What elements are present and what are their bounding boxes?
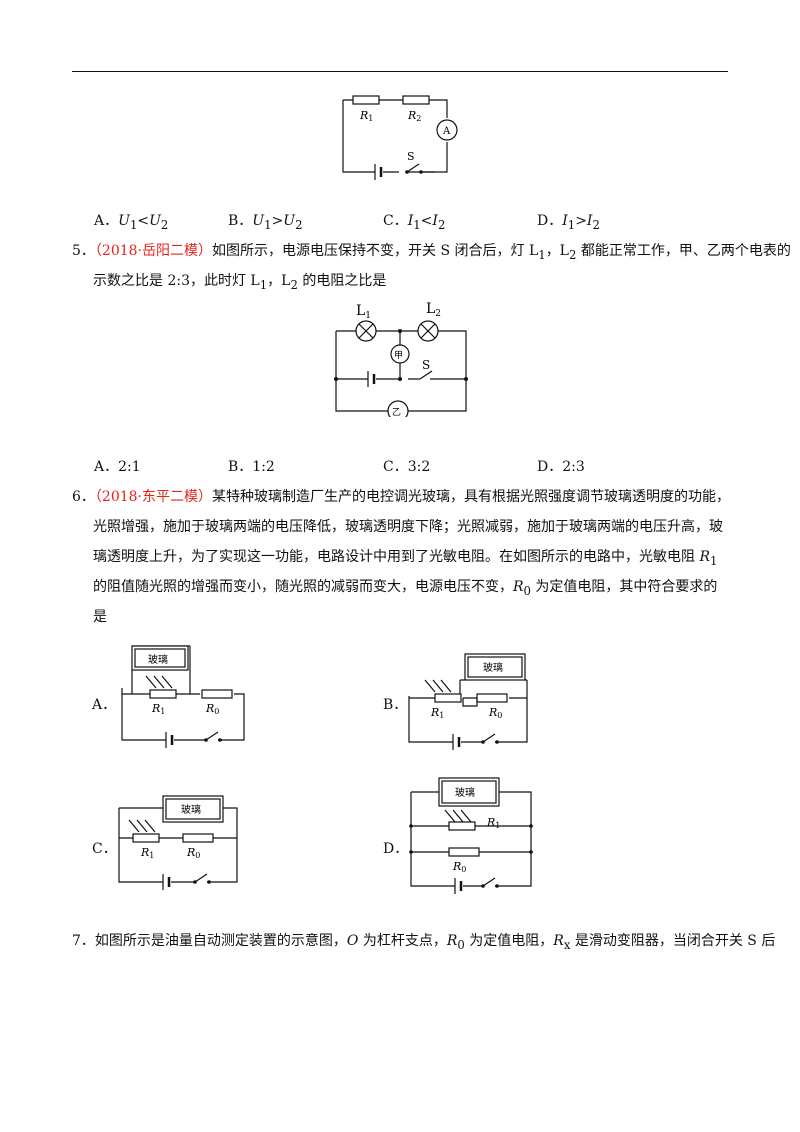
q4-option-d[interactable]: D．I1>I2 xyxy=(537,213,600,232)
q4-option-c[interactable]: C．I1<I2 xyxy=(383,213,446,232)
q6a-glass-label: 玻璃 xyxy=(148,653,168,666)
q5-meter-yi-label: 乙 xyxy=(392,407,401,417)
q4-option-a[interactable]: A．U1<U2 xyxy=(94,213,169,232)
q6a-r0-label: R0 xyxy=(205,702,219,716)
q6-stem-line1: 6．（2018·东平二模）某特种玻璃制造厂生产的电控调光玻璃，具有根据光照强度调… xyxy=(72,489,731,505)
q6d-r1-label: R1 xyxy=(486,816,500,830)
q5-source: （2018·岳阳二模） xyxy=(94,243,213,259)
q5-l2-label: L2 xyxy=(426,301,441,319)
q6-option-c[interactable]: C． xyxy=(92,841,117,857)
q6c-r1-label: R1 xyxy=(140,846,154,860)
q6-circuit-d[interactable]: 玻璃 R1 R0 xyxy=(407,774,537,896)
q5-option-a[interactable]: A．2:1 xyxy=(94,459,141,475)
q6-source: （2018·东平二模） xyxy=(94,489,213,505)
q6-stem-line5: 是 xyxy=(93,609,107,625)
q6-option-b[interactable]: B． xyxy=(383,697,408,713)
header-rule xyxy=(72,71,728,72)
q5-stem-line2: 示数之比是 2:3，此时灯 L1，L2 的电阻之比是 xyxy=(93,273,387,292)
q4-r2-label: R2 xyxy=(407,109,421,123)
q6-circuit-b[interactable]: 玻璃 R1 R0 xyxy=(405,650,535,750)
q5-switch-label: S xyxy=(422,358,430,372)
q4-option-b[interactable]: B．U1>U2 xyxy=(228,213,303,232)
q6d-r0-label: R0 xyxy=(452,860,466,874)
q6-option-d[interactable]: D． xyxy=(383,841,409,857)
q6-stem-line3: 璃透明度上升，为了实现这一功能，电路设计中用到了光敏电阻。在如图所示的电路中，光… xyxy=(93,549,718,568)
q6c-glass-label: 玻璃 xyxy=(181,803,201,816)
q6-option-a[interactable]: A． xyxy=(92,697,117,713)
q5-meter-jia-label: 甲 xyxy=(394,350,403,361)
q6b-glass-label: 玻璃 xyxy=(483,661,503,674)
q6c-r0-label: R0 xyxy=(186,846,200,860)
q7-stem-line1: 7．如图所示是油量自动测定装置的示意图，O 为杠杆支点，R0 为定值电阻，Rx … xyxy=(72,933,776,952)
q5-option-c[interactable]: C．3:2 xyxy=(383,459,431,475)
q6-stem-line4: 的阻值随光照的增强而变小，随光照的减弱而变大，电源电压不变，R0 为定值电阻，其… xyxy=(93,579,718,598)
q4-r1-label: R1 xyxy=(359,109,373,123)
q6b-r0-label: R0 xyxy=(488,706,502,720)
q6-circuit-c[interactable]: 玻璃 R1 R0 xyxy=(115,790,243,890)
q4-switch-label: S xyxy=(407,150,415,163)
q5-option-b[interactable]: B．1:2 xyxy=(228,459,275,475)
q4-ammeter-label: A xyxy=(442,126,451,137)
q4-circuit-figure: R1 R2 A S xyxy=(342,95,458,180)
q5-option-d[interactable]: D．2:3 xyxy=(537,459,585,475)
q5-l1-label: L1 xyxy=(356,303,371,321)
q5-circuit-figure: L1 L2 甲 乙 S xyxy=(334,301,468,417)
q6-circuit-a[interactable]: 玻璃 R1 R0 xyxy=(118,636,248,748)
q6b-r1-label: R1 xyxy=(430,706,444,720)
q5-stem-line1: 5．（2018·岳阳二模）如图所示，电源电压保持不变，开关 S 闭合后，灯 L1… xyxy=(72,243,791,262)
q6d-glass-label: 玻璃 xyxy=(455,786,475,799)
q6-stem-line2: 光照增强，施加于玻璃两端的电压降低，玻璃透明度下降；光照减弱，施加于玻璃两端的电… xyxy=(93,519,723,535)
q6a-r1-label: R1 xyxy=(151,702,165,716)
